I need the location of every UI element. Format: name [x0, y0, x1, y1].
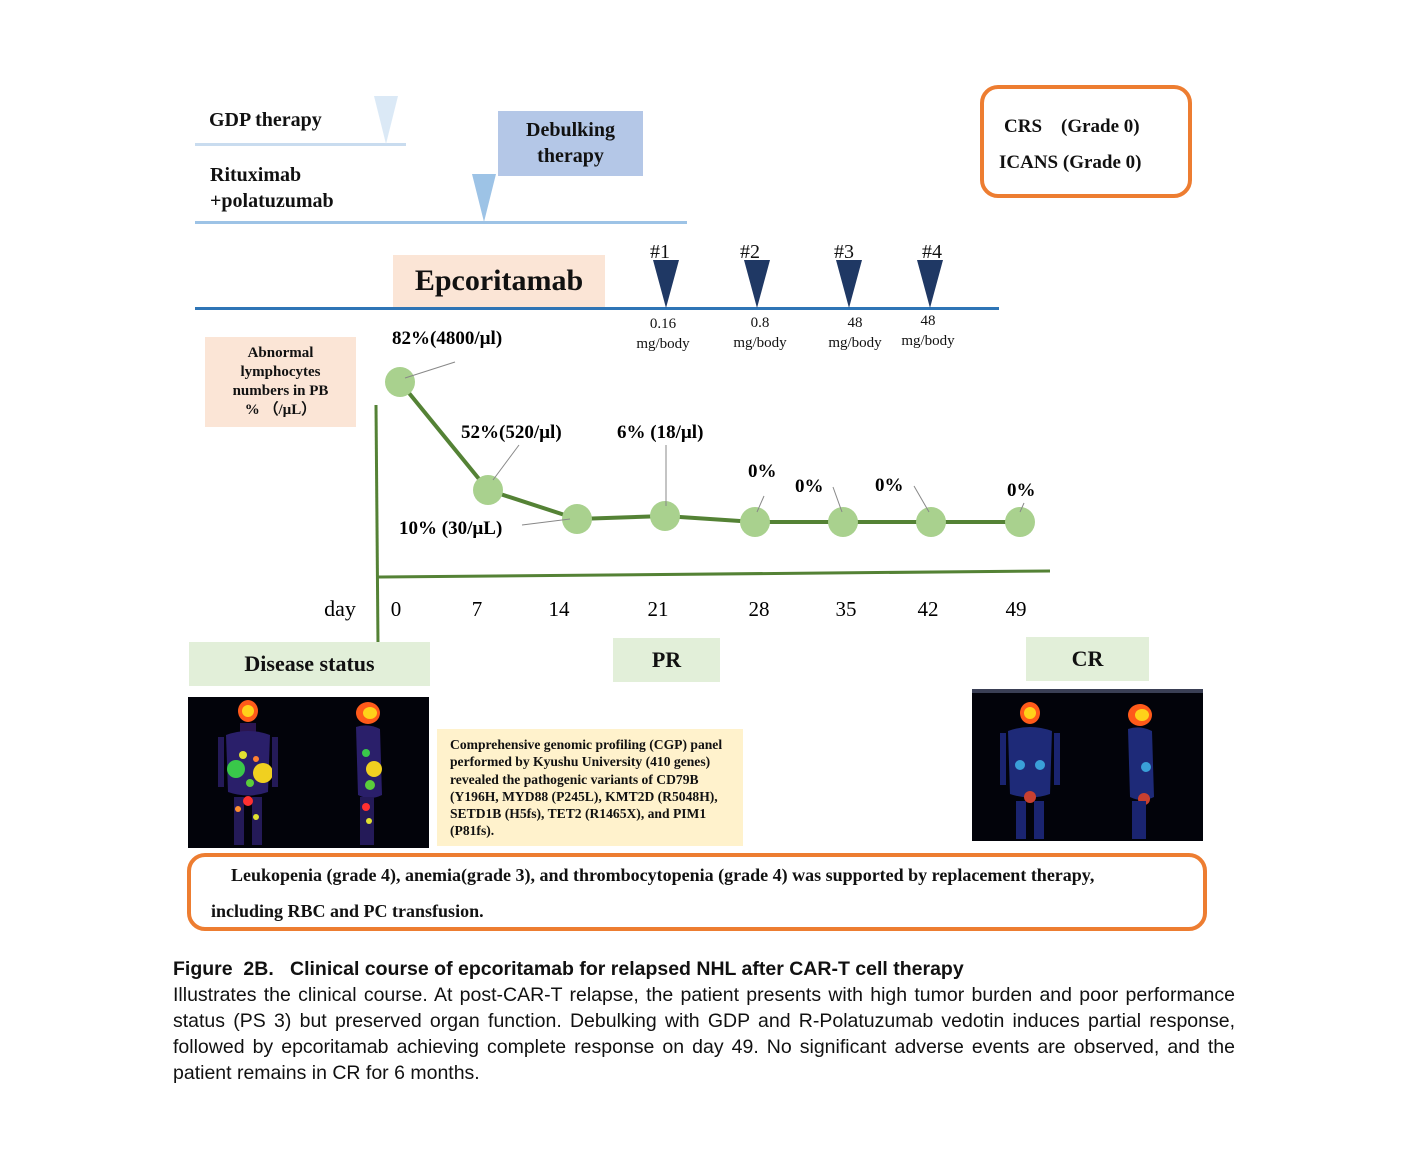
data-label: 82%(4800/µl) [392, 328, 502, 349]
x-tick-label: 14 [549, 597, 571, 621]
dose-unit: mg/body [901, 333, 955, 349]
dose-unit: mg/body [733, 335, 787, 351]
caption-title: Figure 2B. Clinical course of epcoritama… [173, 958, 964, 980]
dose-arrow-icon [744, 260, 770, 308]
debulking-therapy-box: Debulking therapy [498, 111, 643, 176]
dose-number: #2 [740, 241, 760, 263]
gdp-therapy-line [195, 143, 406, 146]
dose-unit: mg/body [636, 336, 690, 352]
x-tick-label: 28 [749, 597, 770, 621]
caption-body: Illustrates the clinical course. At post… [173, 984, 1235, 1084]
annotation-leader [521, 518, 571, 526]
x-tick-label: 7 [472, 597, 483, 621]
x-tick-label: 42 [918, 597, 939, 621]
data-point [828, 507, 858, 537]
dose-amount: 48 [920, 313, 936, 329]
data-label: 10% (30/µL) [399, 518, 502, 539]
annotation-leader [404, 361, 456, 379]
dose-number: #3 [834, 241, 854, 263]
annotation-leader [492, 444, 520, 481]
disease-status-box: Disease status [189, 642, 430, 686]
x-tick-label: 35 [836, 597, 857, 621]
data-point [385, 367, 415, 397]
icans-grade: ICANS (Grade 0) [999, 152, 1142, 173]
data-point [473, 475, 503, 505]
cytopenia-line1: Leukopenia (grade 4), anemia(grade 3), a… [231, 865, 1095, 885]
data-label: 6% (18/µl) [617, 422, 703, 443]
debulking-line2: therapy [537, 145, 604, 167]
dose-amount: 0.16 [649, 316, 677, 332]
crs-grade: CRS (Grade 0) [1004, 116, 1140, 137]
epcoritamab-box: Epcoritamab [393, 255, 605, 307]
rituximab-label: Rituximab [210, 164, 302, 186]
pet-body-front [218, 700, 278, 845]
pet-body-side [356, 702, 382, 845]
x-axis [377, 569, 1051, 579]
pet-scan-followup [972, 689, 1203, 841]
legend-line4: % （/µL） [244, 402, 317, 418]
ritux-arrow-icon [472, 174, 496, 222]
dose-unit: mg/body [828, 335, 882, 351]
x-tick-label: 21 [648, 597, 669, 621]
gdp-therapy-label: GDP therapy [209, 109, 322, 131]
dose-amount: 0.8 [750, 315, 770, 331]
gdp-arrow-icon [374, 96, 398, 144]
annotation-leader [756, 495, 765, 513]
data-label: 0% [1007, 480, 1036, 501]
annotation-leader [913, 485, 930, 513]
pet-scan-baseline [188, 697, 429, 848]
pet-body-front [1000, 702, 1060, 839]
cytopenia-box: Leukopenia (grade 4), anemia(grade 3), a… [187, 853, 1207, 931]
crs-icans-box: CRS (Grade 0) ICANS (Grade 0) [980, 85, 1192, 198]
cytopenia-line2: including RBC and PC transfusion. [211, 901, 484, 921]
data-label: 0% [748, 461, 777, 482]
data-point [1005, 507, 1035, 537]
dose-arrow-icon [653, 260, 679, 308]
legend-line1: Abnormal [247, 345, 314, 361]
x-tick-label: 49 [1006, 597, 1027, 621]
data-point [650, 501, 680, 531]
data-label: 52%(520/µl) [461, 422, 562, 443]
data-point [562, 504, 592, 534]
dose-arrow-icon [836, 260, 862, 308]
cgp-text: Comprehensive genomic profiling (CGP) pa… [450, 737, 723, 839]
y-axis [374, 404, 380, 646]
data-label: 0% [875, 475, 904, 496]
cr-status-box: CR [1026, 637, 1149, 681]
legend-line2: lymphocytes [240, 364, 321, 380]
data-label: 0% [795, 476, 824, 497]
legend-line3: numbers in PB [232, 383, 329, 399]
dose-number: #4 [922, 241, 942, 263]
debulking-line1: Debulking [526, 119, 615, 141]
x-tick-label: 0 [391, 597, 402, 621]
x-axis-label: day [324, 596, 356, 621]
lymphocyte-chart: day 0 7 14 21 28 35 42 49 82%(4800/µl) 52%(520/µ… [324, 328, 1051, 646]
polatuzumab-label: +polatuzumab [210, 190, 334, 212]
figure-caption: Figure 2B. Clinical course of epcoritama… [173, 956, 1235, 1086]
epcoritamab-line [195, 307, 999, 310]
pr-status-box: PR [613, 638, 720, 682]
annotation-leader [832, 486, 843, 513]
ritux-pola-line [195, 221, 687, 224]
annotation-leader [1019, 502, 1025, 513]
cgp-box: Comprehensive genomic profiling (CGP) pa… [437, 729, 743, 846]
dose-arrow-icon [917, 260, 943, 308]
data-point [740, 507, 770, 537]
lymphocyte-legend-box: Abnormal lymphocytes numbers in PB % （/µ… [205, 337, 356, 427]
dose-number: #1 [650, 241, 670, 263]
data-point [916, 507, 946, 537]
dose-amount: 48 [847, 315, 863, 331]
pet-body-side [1128, 704, 1154, 839]
